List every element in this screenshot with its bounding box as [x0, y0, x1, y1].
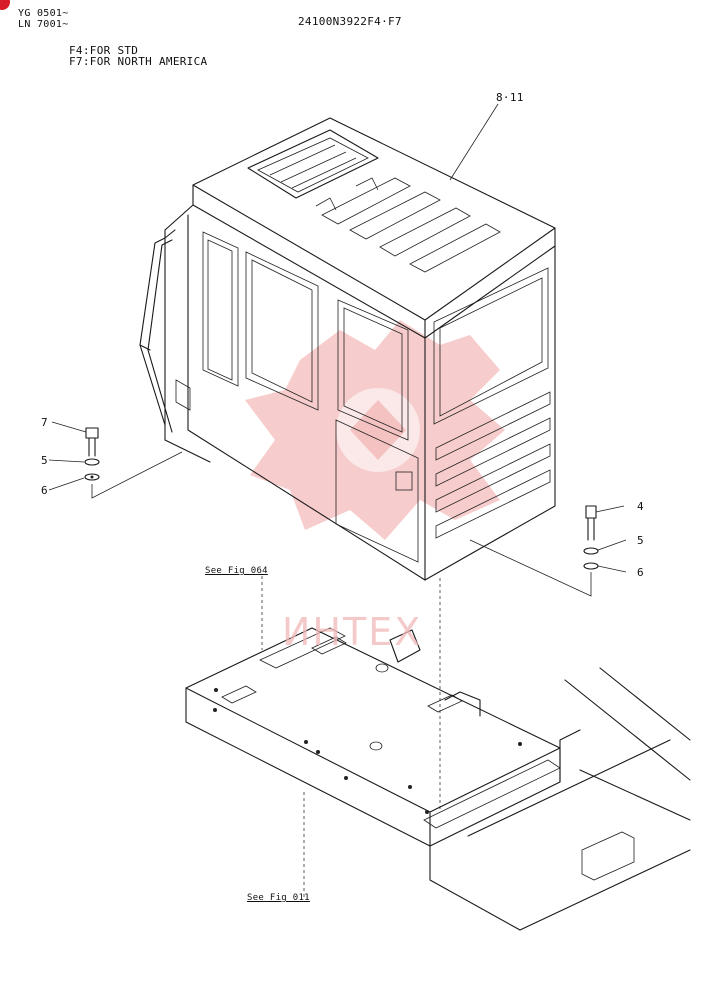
reference-fig-011[interactable]: See Fig 011	[247, 893, 310, 903]
callout-washer-left: 5	[41, 454, 48, 467]
callout-bolt-right: 4	[637, 500, 644, 513]
bolt-kit-left	[48, 421, 183, 499]
note-f4: F4:FOR STD	[69, 44, 139, 57]
bolt-kit-right	[469, 505, 627, 597]
watermark-logo	[245, 320, 505, 540]
callout-plate-right: 6	[637, 566, 644, 579]
callout-cab: 8·11	[496, 91, 524, 104]
reference-fig-064[interactable]: See Fig 064	[205, 566, 268, 576]
serial-range-ln: LN 7001~	[18, 19, 69, 30]
watermark-text: ИНТЕХ	[282, 610, 423, 654]
callout-washer-right: 5	[637, 534, 644, 547]
upper-frame	[429, 667, 691, 931]
callout-plate-left: 6	[41, 484, 48, 497]
cab-floor-plate	[185, 627, 561, 847]
callout-bolt-left: 7	[41, 416, 48, 429]
operator-cab	[139, 117, 556, 581]
note-f7: F7:FOR NORTH AMERICA	[69, 55, 208, 68]
drawing-number: 24100N3922F4·F7	[298, 15, 402, 28]
corner-marker	[0, 0, 10, 10]
cab-leader	[449, 103, 499, 181]
serial-range-yg: YG 0501~	[18, 8, 69, 19]
